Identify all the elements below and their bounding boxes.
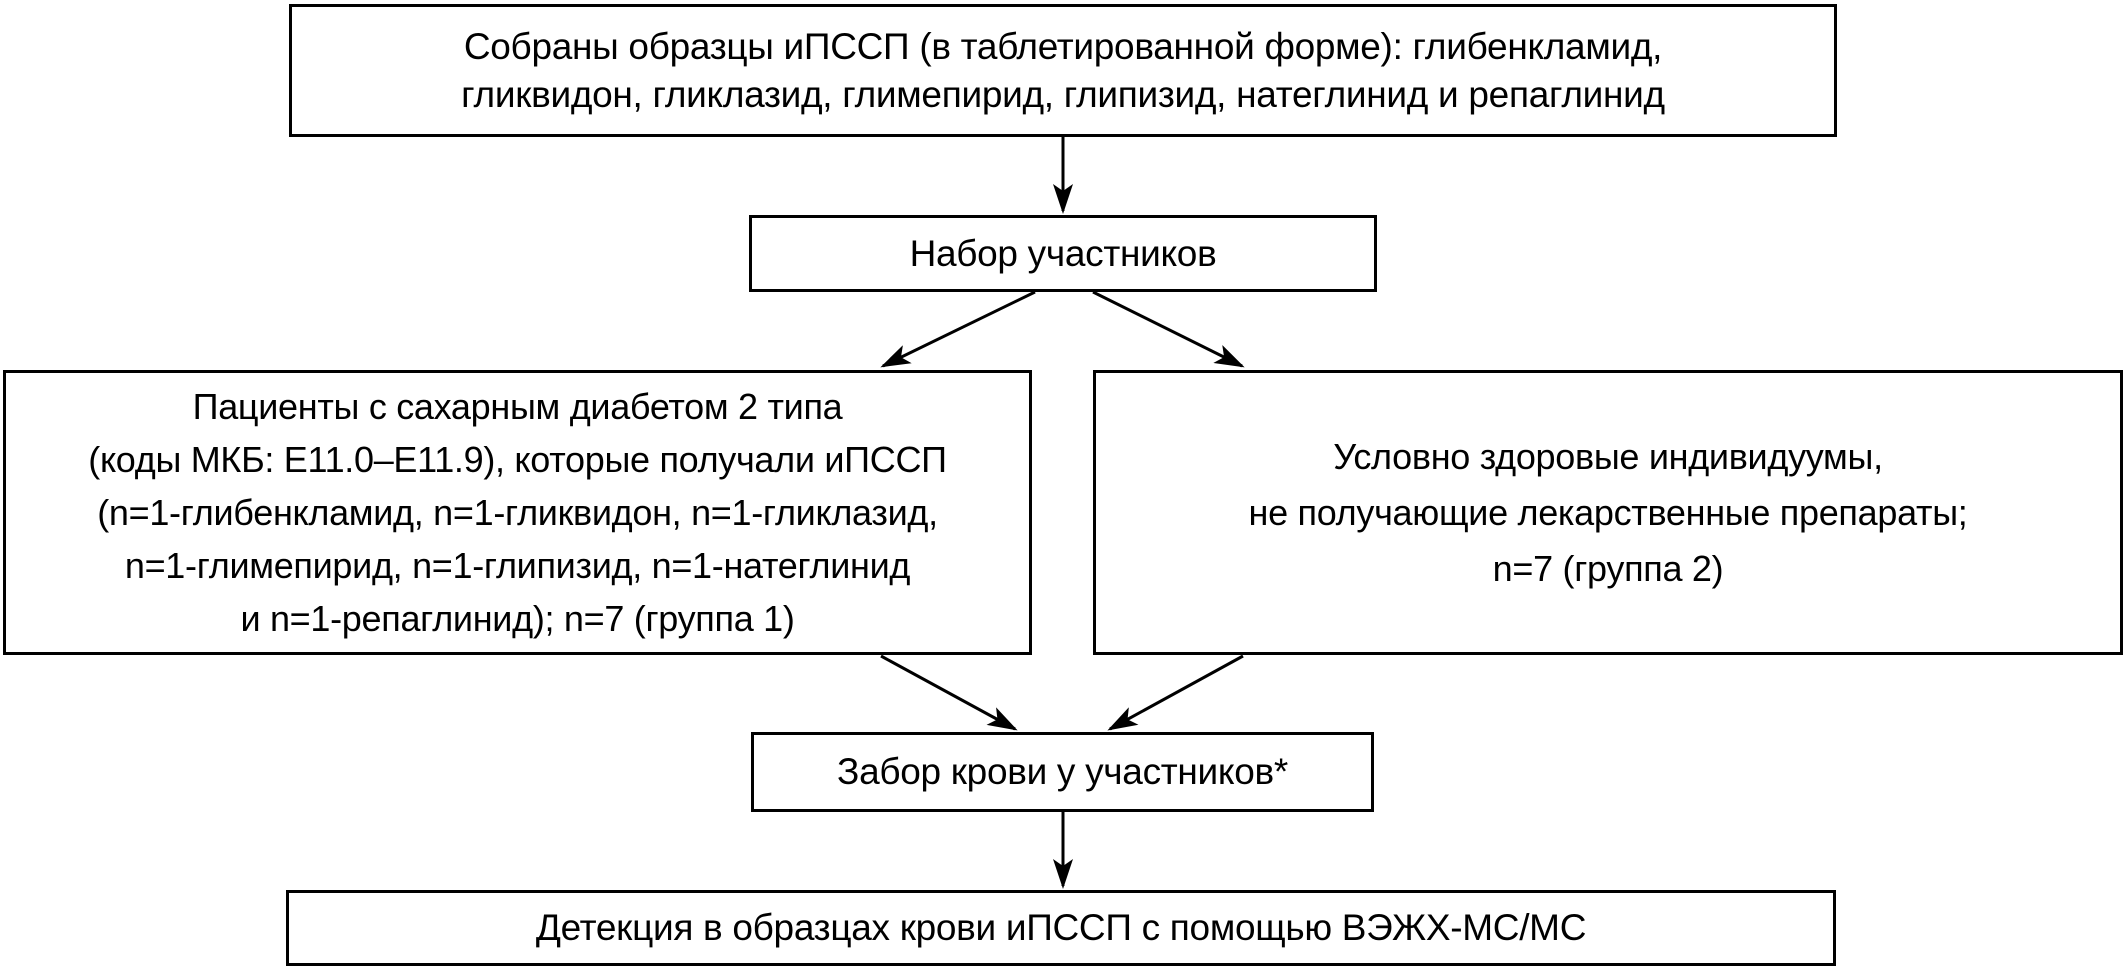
- node-participant-recruitment: Набор участников: [749, 215, 1377, 292]
- arrow-recruit-to-group2: [1092, 290, 1245, 368]
- arrow-group2-to-blood: [1107, 654, 1244, 731]
- arrow-group1-to-blood: [880, 654, 1018, 731]
- node-hplc-ms-detection: Детекция в образцах крови иПССП с помощь…: [286, 890, 1836, 966]
- node-blood-sampling: Забор крови у участников*: [751, 732, 1374, 812]
- arrow-recruit-to-group1: [880, 290, 1036, 368]
- node-collected-samples: Собраны образцы иПССП (в таблетированной…: [289, 4, 1837, 137]
- node-group2-healthy-individuals: Условно здоровые индивидуумы, не получаю…: [1093, 370, 2123, 655]
- node-group1-diabetes-patients: Пациенты с сахарным диабетом 2 типа (код…: [3, 370, 1032, 655]
